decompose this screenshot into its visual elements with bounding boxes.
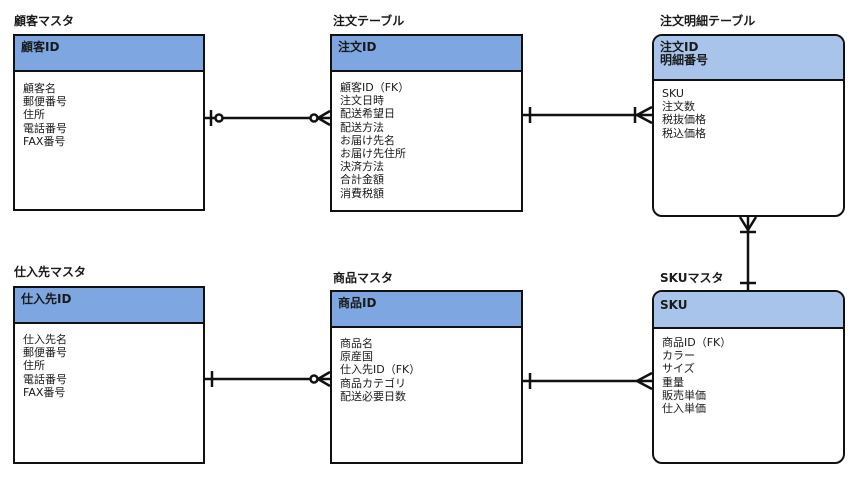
- entity-attributes: SKU 注文数 税抜価格 税込価格: [654, 87, 843, 140]
- rel-orderdetail-sku: [738, 216, 758, 291]
- attribute: FAX番号: [23, 385, 66, 399]
- attribute: 配送必要日数: [340, 389, 406, 403]
- attribute: 合計金額: [340, 173, 384, 187]
- entity-header: 注文ID: [332, 36, 521, 72]
- attribute: 配送方法: [340, 120, 384, 134]
- primary-key: 注文ID: [338, 40, 377, 54]
- attribute: お届け先名: [340, 133, 395, 147]
- order-table-title: 注文テーブル: [333, 14, 405, 28]
- attribute: 販売単価: [662, 388, 706, 402]
- entity-header: 注文ID 明細番号: [654, 36, 843, 81]
- attribute: カラー: [662, 349, 695, 363]
- attribute: 顧客名: [23, 82, 56, 95]
- attribute: 原産国: [340, 350, 373, 364]
- primary-key: 仕入先ID: [21, 292, 72, 306]
- entity-header: 顧客ID: [15, 36, 203, 72]
- attribute: 住所: [23, 359, 45, 373]
- customer-entity[interactable]: 顧客ID 顧客名 郵便番号 住所 電話番号 FAX番号: [13, 34, 205, 211]
- attribute: 注文数: [662, 100, 695, 114]
- primary-key: 商品ID: [338, 296, 377, 310]
- supplier-entity[interactable]: 仕入先ID 仕入先名 郵便番号 住所 電話番号 FAX番号: [13, 286, 205, 464]
- attribute: 顧客ID（FK）: [340, 81, 410, 94]
- attribute: 商品ID（FK）: [662, 336, 732, 349]
- attribute: FAX番号: [23, 134, 66, 148]
- attribute: 重量: [662, 375, 684, 389]
- attribute: 決済方法: [340, 160, 384, 174]
- entity-attributes: 顧客名 郵便番号 住所 電話番号 FAX番号: [15, 82, 203, 148]
- entity-attributes: 商品ID（FK） カラー サイズ 重量 販売単価 仕入単価: [654, 336, 843, 415]
- attribute: 仕入先ID（FK）: [340, 363, 421, 377]
- attribute: サイズ: [662, 362, 695, 376]
- rel-product-sku: [523, 371, 653, 391]
- entity-header: SKU: [654, 292, 843, 329]
- primary-key: 注文ID: [660, 40, 699, 54]
- product-table-title: 商品マスタ: [333, 271, 394, 285]
- product-entity[interactable]: 商品ID 商品名 原産国 仕入先ID（FK） 商品カテゴリ 配送必要日数: [330, 290, 523, 464]
- primary-key: 顧客ID: [21, 40, 60, 54]
- rel-supplier-product: [205, 370, 331, 388]
- attribute: お届け先住所: [340, 147, 406, 161]
- customer-table-title: 顧客マスタ: [14, 14, 75, 28]
- rel-customer-order: [205, 109, 331, 127]
- attribute: 電話番号: [23, 121, 67, 135]
- attribute: 電話番号: [23, 372, 67, 386]
- entity-header: 仕入先ID: [15, 288, 203, 324]
- attribute: 仕入単価: [662, 402, 706, 416]
- order-entity[interactable]: 注文ID 顧客ID（FK） 注文日時 配送希望日 配送方法 お届け先名 お届け先…: [330, 34, 523, 212]
- attribute: 配送希望日: [340, 107, 395, 121]
- attribute: 仕入先名: [23, 333, 67, 346]
- entity-attributes: 仕入先名 郵便番号 住所 電話番号 FAX番号: [15, 333, 203, 399]
- sku-entity[interactable]: SKU 商品ID（FK） カラー サイズ 重量 販売単価 仕入単価: [652, 290, 845, 464]
- attribute: 商品カテゴリ: [340, 376, 406, 390]
- attribute: 税込価格: [662, 126, 706, 140]
- attribute: 住所: [23, 108, 45, 122]
- orderdetail-entity[interactable]: 注文ID 明細番号 SKU 注文数 税抜価格 税込価格: [652, 34, 845, 217]
- attribute: 郵便番号: [23, 95, 67, 109]
- entity-attributes: 顧客ID（FK） 注文日時 配送希望日 配送方法 お届け先名 お届け先住所 決済…: [332, 81, 521, 200]
- attribute: 商品名: [340, 337, 373, 350]
- entity-attributes: 商品名 原産国 仕入先ID（FK） 商品カテゴリ 配送必要日数: [332, 337, 521, 403]
- orderdetail-table-title: 注文明細テーブル: [660, 14, 756, 28]
- primary-key: SKU: [660, 298, 688, 312]
- entity-header: 商品ID: [332, 292, 521, 328]
- sku-table-title: SKUマスタ: [660, 271, 724, 285]
- supplier-table-title: 仕入先マスタ: [14, 265, 87, 279]
- attribute: 郵便番号: [23, 346, 67, 360]
- rel-order-orderdetail: [523, 105, 653, 125]
- attribute: 消費税額: [340, 186, 384, 200]
- primary-key: 明細番号: [660, 53, 709, 67]
- attribute: 税抜価格: [662, 113, 706, 127]
- attribute: 注文日時: [340, 94, 384, 108]
- attribute: SKU: [662, 87, 684, 100]
